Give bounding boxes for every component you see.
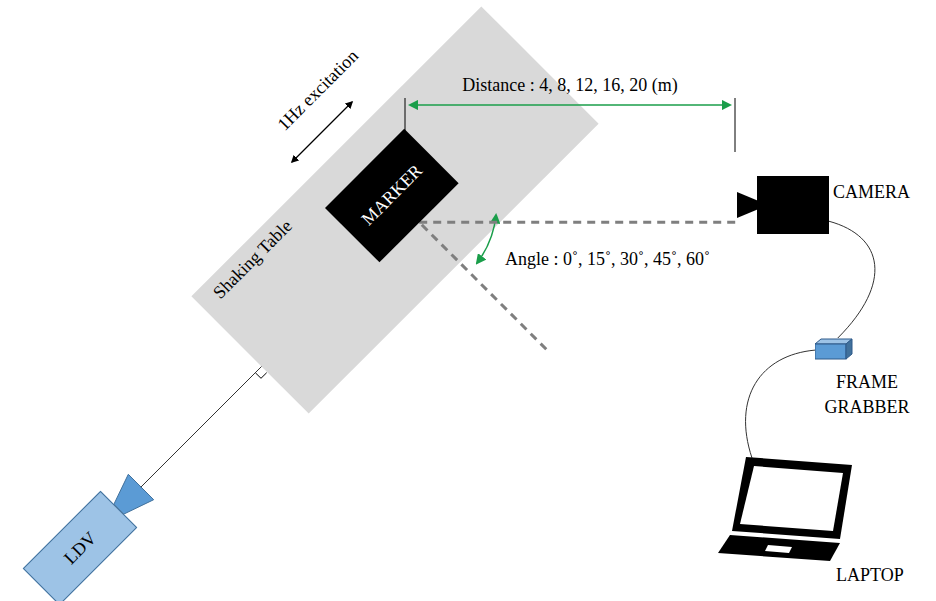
node-label: LAPTOP [836,563,904,588]
distance-tick [735,98,736,152]
annotation-label: 1Hz excitation [273,45,363,135]
laptop: LAPTOP [718,455,858,563]
laptop-icon [718,455,858,563]
node-label: MARKER [357,160,427,230]
distance-arrow [410,104,730,106]
cable-line [746,350,815,458]
shaking-table: Shaking Table MARKER [191,6,598,413]
camera-icon [737,176,829,234]
frame-grabber-icon [815,338,853,360]
right-angle-mark [255,373,266,379]
node-label: FRAME GRABBER [815,370,919,420]
camera: CAMERA [737,176,829,234]
node-label: CAMERA [833,180,910,205]
marker-plate: MARKER [325,128,459,262]
normal-dashed-line [402,205,550,353]
cable-line [829,221,875,338]
node-label: LDV [59,527,101,569]
annotation-label: Distance : 4, 8, 12, 16, 20 (m) [462,74,677,96]
annotation-label: Angle : 0˚, 15˚, 30˚, 45˚, 60˚ [505,248,710,270]
node-label: Shaking Table [208,215,296,303]
shaking-table-shape [191,6,598,413]
cable-line [141,367,262,488]
sight-line [419,221,737,224]
frame-grabber: FRAME GRABBER [815,338,853,360]
